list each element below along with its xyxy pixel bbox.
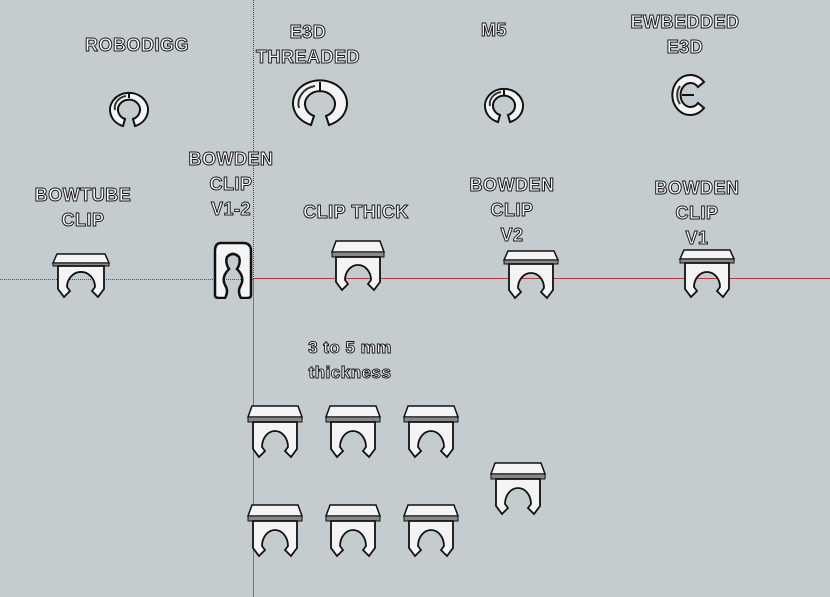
label-robodigg: ROBODIGG [84,35,189,56]
label-bowden-v1-line2: CLIP [675,203,719,224]
label-bowden-v2-line2: CLIP [490,200,534,221]
clip-thick-part[interactable] [330,238,386,292]
bowden-clip-v1-2-part[interactable] [213,241,253,299]
label-bowtube-line1: BOWTUBE [34,185,132,206]
bowden-clip-v1-part[interactable] [678,247,736,299]
label-bowden-v2-line3: V2 [500,225,524,246]
c-ring-icon [671,74,706,116]
clip-icon [51,253,111,299]
label-m5: M5 [480,20,507,41]
label-bowden-v12-line3: V1-2 [210,199,252,220]
label-bowden-v12-line2: CLIP [209,174,253,195]
label-embedded-line2: E3D [666,37,704,58]
thickness-clip-1[interactable] [246,403,304,459]
clip-icon [324,405,382,459]
ring-icon [109,91,149,128]
bowtube-clip-part[interactable] [51,251,111,299]
clip-icon [246,504,304,558]
embedded-e3d-ring-part[interactable] [668,72,708,118]
e3d-threaded-ring-part[interactable] [291,78,349,128]
thickness-clip-2[interactable] [324,403,382,459]
clip-icon [330,240,386,292]
thickness-clip-5[interactable] [246,502,304,558]
m5-ring-part[interactable] [481,84,527,124]
clip-icon [678,249,736,299]
label-bowden-v12-line1: BOWDEN [188,149,274,170]
label-thickness-line1: 3 to 5 mm [308,338,392,358]
label-bowden-v2-line1: BOWDEN [469,175,555,196]
thickness-clip-6[interactable] [324,502,382,558]
label-bowden-v1-line1: BOWDEN [654,178,740,199]
clip-icon [502,250,560,300]
thickness-clip-3[interactable] [402,403,460,459]
label-e3d-threaded-line2: THREADED [255,47,360,68]
label-clip-thick: CLIP THICK [303,202,409,223]
red-axis-negative [0,279,253,280]
clip-icon [489,462,547,516]
blue-axis [253,0,254,279]
keyhole-clip-icon [213,241,253,299]
ring-icon [484,87,524,124]
clip-icon [402,504,460,558]
label-embedded-line1: EWBEDDED [630,12,740,33]
clip-icon [246,405,304,459]
thickness-clip-7[interactable] [402,502,460,558]
thickness-clip-4[interactable] [489,460,547,516]
clip-icon [324,504,382,558]
label-bowden-v1-line3: V1 [685,228,709,249]
bowden-clip-v2-part[interactable] [502,248,560,300]
label-e3d-threaded-line1: E3D [289,22,327,43]
label-bowtube-line2: CLIP [61,210,105,231]
ring-icon [292,79,348,127]
robodigg-ring-part[interactable] [106,88,152,128]
label-thickness-line2: thickness [308,363,392,383]
clip-icon [402,405,460,459]
